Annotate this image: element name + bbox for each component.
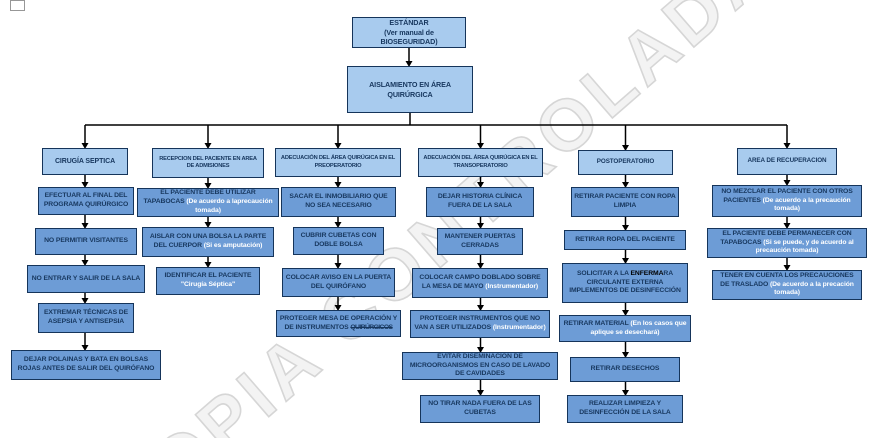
flow-box: EVITAR DISEMINACIÓN DE MICROORGANISMOS E…: [402, 352, 558, 380]
flow-box: COLOCAR AVISO EN LA PUERTA DEL QUIRÓFANO: [282, 268, 395, 297]
node-text: (De acuerdo a la precaución tomada): [762, 196, 851, 213]
flow-header-box: AISLAMIENTO EN ÁREA QUIRÚRGICA: [347, 66, 473, 113]
node-text: REALIZAR LIMPIEZA Y DESINFECCIÓN DE LA S…: [579, 400, 671, 416]
node-text: "Cirugía Séptica": [180, 281, 236, 288]
flow-box: AISLAR CON UNA BOLSA LA PARTE DEL CUERPO…: [142, 227, 274, 257]
node-text: (Instrumentador): [492, 324, 546, 331]
node-text: AISLAMIENTO EN ÁREA QUIRÚRGICA: [369, 80, 451, 99]
node-text: ADECUACIÓN DEL ÁREA QUIRÚGICA EN EL TRAN…: [423, 155, 538, 169]
flow-box: EFECTUAR AL FINAL DEL PROGRAMA QUIRÚRGIC…: [38, 187, 134, 215]
flow-box: PROTEGER INSTRUMENTOS QUE NO VAN A SER U…: [410, 310, 550, 338]
node-text: POSTOPERATORIO: [596, 158, 655, 166]
node-text: NO ENTRAR Y SALIR DE LA SALA: [31, 274, 141, 282]
flow-header-box: ESTÁNDAR (Ver manual de BIOSEGURIDAD): [352, 17, 466, 48]
node-text: NO MEZCLAR EL PACIENTE CON OTROS PACIENT…: [721, 187, 853, 204]
flow-box: NO MEZCLAR EL PACIENTE CON OTROS PACIENT…: [712, 185, 862, 217]
node-text: AREA DE RECUPERACION: [747, 157, 827, 165]
flow-box: SOLICITAR A LA ENFERMARA CIRCULANTE EXTE…: [562, 263, 688, 303]
node-text: IDENTIFICAR EL PACIENTE: [164, 272, 252, 280]
flow-header-box: AREA DE RECUPERACION: [737, 148, 837, 175]
node-text: ADECUACIÓN DEL ÁREA QUIRÚGICA EN EL PREO…: [280, 155, 396, 169]
node-text: DEJAR HISTORIA CLÍNICA FUERA DE LA SALA: [437, 193, 523, 209]
flow-box: NO TIRAR NADA FUERA DE LAS CUBETAS: [420, 395, 540, 423]
flow-box: COLOCAR CAMPO DOBLADO SOBRE LA MESA DE M…: [412, 268, 548, 298]
node-text: NO TIRAR NADA FUERA DE LAS CUBETAS: [428, 400, 532, 416]
node-text: MANTENER PUERTAS CERRADAS: [444, 232, 516, 249]
flow-header-box: ADECUACIÓN DEL ÁREA QUIRÚGICA EN EL TRAN…: [418, 148, 543, 177]
node-text: EVITAR DISEMINACIÓN DE MICROORGANISMOS E…: [409, 352, 551, 378]
node-text: (Instrumentador): [485, 283, 539, 290]
flow-box: NO PERMITIR VISITANTES: [35, 228, 137, 255]
node-text: QUIRÚRGICOS: [350, 323, 393, 331]
checkbox[interactable]: [10, 0, 25, 11]
node-text: NO PERMITIR VISITANTES: [44, 237, 128, 245]
flow-box: CUBRIR CUBETAS CON DOBLE BOLSA: [293, 227, 384, 255]
flow-box: NO ENTRAR Y SALIR DE LA SALA: [27, 265, 145, 293]
node-text: EXTREMAR TÉCNICAS DE ASEPSIA Y ANTISEPSI…: [43, 309, 129, 325]
node-text: RETIRAR MATERIAL: [563, 319, 629, 327]
flow-box: EL PACIENTE DEBE PERMANECER CON TAPABOCA…: [707, 228, 867, 258]
flow-box: RETIRAR DESECHOS: [570, 357, 680, 382]
flow-header-box: POSTOPERATORIO: [578, 150, 673, 175]
flow-box: RETIRAR ROPA DEL PACIENTE: [564, 230, 686, 250]
flow-header-box: CIRUGÍA SEPTICA: [42, 148, 128, 175]
flow-box: RETIRAR MATERIAL (En los casos que apliq…: [559, 315, 691, 342]
node-text: ESTÁNDAR: [389, 18, 429, 28]
flow-box: SACAR EL INMOBILIARIO QUE NO SEA NECESAR…: [281, 187, 396, 217]
flow-box: DEJAR POLAINAS Y BATA EN BOLSAS ROJAS AN…: [11, 350, 161, 380]
flow-box: PROTEGER MESA DE OPERACIÓN Y DE INSTRUME…: [276, 310, 401, 337]
node-text: ENFERMA: [630, 269, 664, 277]
flow-box: TENER EN CUENTA LOS PRECAUCIONES DE TRAS…: [712, 270, 862, 300]
node-text: RECEPCION DEL PACIENTE EN AREA DE ADMISI…: [159, 155, 257, 169]
flow-box: EXTREMAR TÉCNICAS DE ASEPSIA Y ANTISEPSI…: [38, 303, 134, 333]
node-text: SACAR EL INMOBILIARIO QUE NO SEA NECESAR…: [289, 193, 388, 209]
node-text: RETIRAR PACIENTE CON ROPA LIMPIA: [574, 193, 676, 209]
node-text: EL PACIENTE DEBE PERMANECER CON TAPABOCA…: [720, 229, 852, 246]
flow-box: RETIRAR PACIENTE CON ROPA LIMPIA: [571, 187, 679, 217]
node-text: CUBRIR CUBETAS CON DOBLE BOLSA: [300, 232, 377, 248]
node-text: AISLAR CON UNA BOLSA LA PARTE DEL CUERPO…: [149, 233, 267, 249]
flow-box: MANTENER PUERTAS CERRADAS: [437, 228, 523, 255]
node-text: RETIRAR DESECHOS: [590, 365, 660, 373]
node-text: (Ver manual de BIOSEGURIDAD): [380, 27, 438, 47]
node-text: PROTEGER MESA DE OPERACIÓN Y DE INSTRUME…: [279, 314, 398, 331]
node-text: (En los casos que aplique se desechará): [590, 319, 687, 336]
node-text: (Si es amputación): [203, 242, 263, 249]
flow-box: IDENTIFICAR EL PACIENTE "Cirugía Séptica…: [156, 267, 260, 295]
node-text: EFECTUAR AL FINAL DEL PROGRAMA QUIRÚRGIC…: [43, 192, 129, 208]
flow-header-box: ADECUACIÓN DEL ÁREA QUIRÚGICA EN EL PREO…: [275, 148, 401, 177]
flow-box: DEJAR HISTORIA CLÍNICA FUERA DE LA SALA: [426, 187, 534, 217]
node-text: (Si se puede, y de acuerdo al precaución…: [755, 238, 854, 255]
node-text: SOLICITAR A LA: [576, 269, 629, 277]
node-text: COLOCAR CAMPO DOBLADO SOBRE LA MESA DE M…: [419, 274, 541, 290]
flow-header-box: RECEPCION DEL PACIENTE EN AREA DE ADMISI…: [152, 148, 264, 178]
node-text: EL PACIENTE DEBE UTILIZAR TAPABOCAS: [143, 189, 256, 206]
node-text: RA CIRCULANTE EXTERNA IMPLEMENTOS DE DES…: [569, 269, 681, 295]
node-text: DEJAR POLAINAS Y BATA EN BOLSAS ROJAS AN…: [17, 356, 155, 372]
node-text: CIRUGÍA SEPTICA: [54, 157, 116, 165]
node-text: (De acuerdo a la precación tomada): [769, 280, 854, 297]
node-text: TENER EN CUENTA LOS PRECAUCIONES DE TRAS…: [720, 271, 854, 288]
node-text: PROTEGER INSTRUMENTOS QUE NO VAN A SER U…: [414, 315, 541, 331]
flow-box: REALIZAR LIMPIEZA Y DESINFECCIÓN DE LA S…: [567, 395, 683, 423]
node-text: RETIRAR ROPA DEL PACIENTE: [575, 235, 675, 243]
node-text: (De acuerdo a laprecaución tomada): [186, 198, 273, 214]
flow-box: EL PACIENTE DEBE UTILIZAR TAPABOCAS (De …: [137, 188, 279, 217]
node-text: COLOCAR AVISO EN LA PUERTA DEL QUIRÓFANO: [285, 273, 392, 290]
